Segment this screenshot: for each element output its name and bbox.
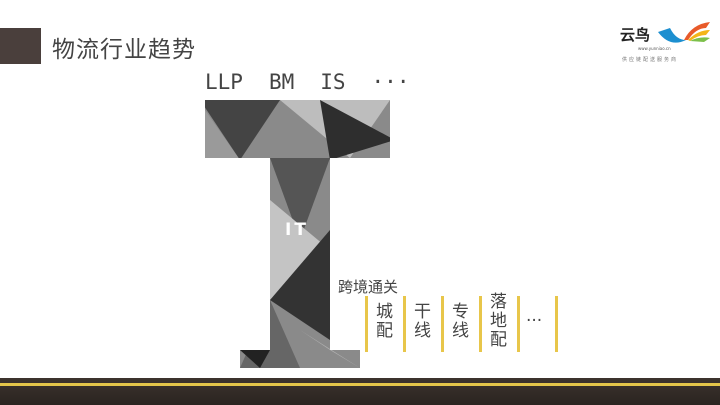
divider bbox=[555, 296, 558, 352]
column-dedicated-line: 专线 bbox=[452, 302, 469, 341]
column-cross-border: 跨境通关 bbox=[338, 278, 399, 296]
divider bbox=[441, 296, 444, 352]
title-accent-block bbox=[0, 28, 41, 64]
t-shape-graphic bbox=[205, 100, 390, 368]
logo-name: 云鸟 bbox=[620, 26, 651, 44]
label-llp: LLP bbox=[205, 70, 243, 94]
column-more: ··· bbox=[526, 311, 543, 331]
divider bbox=[517, 296, 520, 352]
label-more: ··· bbox=[371, 70, 410, 94]
page-title: 物流行业趋势 bbox=[52, 37, 196, 63]
column-last-mile: 落地配 bbox=[490, 292, 507, 350]
divider bbox=[403, 296, 406, 352]
label-is: IS bbox=[320, 70, 346, 94]
label-bm: BM bbox=[268, 70, 295, 94]
bird-logo-icon bbox=[658, 22, 710, 43]
divider bbox=[479, 296, 482, 352]
footer-accent-line bbox=[0, 383, 720, 386]
column-trunk-line: 干线 bbox=[414, 302, 431, 341]
divider bbox=[365, 296, 368, 352]
column-city-delivery: 城配 bbox=[376, 302, 393, 341]
it-label: IT bbox=[285, 220, 309, 240]
logo-url: www.yunniao.cn bbox=[638, 46, 671, 51]
footer-band bbox=[0, 378, 720, 405]
top-labels: LLP BM IS ··· bbox=[205, 70, 409, 94]
logo-tagline: 供应链配送服务商 bbox=[622, 57, 679, 63]
logo: 云鸟 www.yunniao.cn 供应链配送服务商 bbox=[620, 18, 715, 68]
